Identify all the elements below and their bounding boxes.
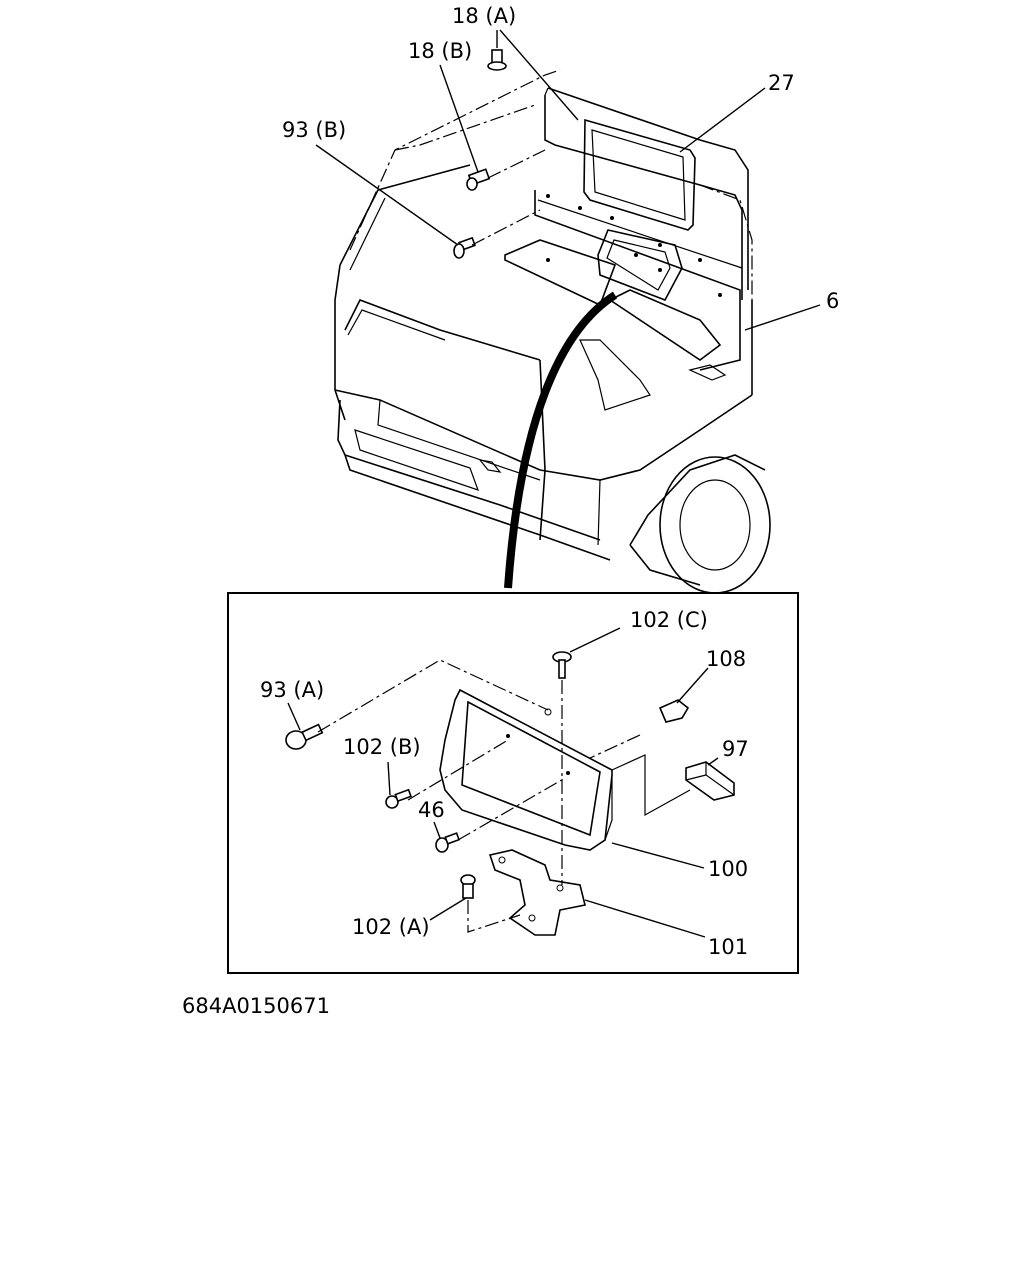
upper-leader-lines	[315, 29, 821, 331]
bolt-18b-icon	[466, 168, 491, 191]
drawing-number: 684A0150671	[182, 994, 330, 1018]
callout-46: 46	[418, 798, 445, 822]
screw-46-icon	[435, 832, 461, 853]
clip-93a-icon	[285, 723, 324, 750]
tray-100-drawing	[439, 688, 613, 851]
clip-102a-icon	[460, 874, 476, 899]
screw-102b-icon	[385, 788, 412, 809]
callout-97: 97	[722, 737, 749, 761]
callout-108: 108	[706, 647, 746, 671]
detail-frame	[227, 592, 799, 974]
pad-97-icon	[685, 761, 735, 801]
bracket-101-drawing	[488, 849, 586, 936]
callout-102b: 102 (B)	[343, 735, 421, 759]
callout-101: 101	[708, 935, 748, 959]
bolt-18a-icon	[487, 49, 507, 71]
truck-cab-drawing	[334, 69, 771, 594]
nut-108-icon	[658, 699, 690, 723]
callout-102c: 102 (C)	[630, 608, 708, 632]
fastener-dots	[546, 194, 722, 297]
lower-leader-lines	[287, 627, 719, 938]
callout-18a: 18 (A)	[452, 4, 516, 28]
clip-93b-icon	[453, 236, 476, 259]
screw-102c-icon	[552, 651, 572, 679]
callout-93a: 93 (A)	[260, 678, 324, 702]
lower-install-lines	[317, 659, 691, 933]
callout-102a: 102 (A)	[352, 915, 430, 939]
callout-18b: 18 (B)	[408, 39, 472, 63]
callout-100: 100	[708, 857, 748, 881]
callout-6: 6	[826, 289, 839, 313]
callout-27: 27	[768, 71, 795, 95]
callout-93b: 93 (B)	[282, 118, 346, 142]
